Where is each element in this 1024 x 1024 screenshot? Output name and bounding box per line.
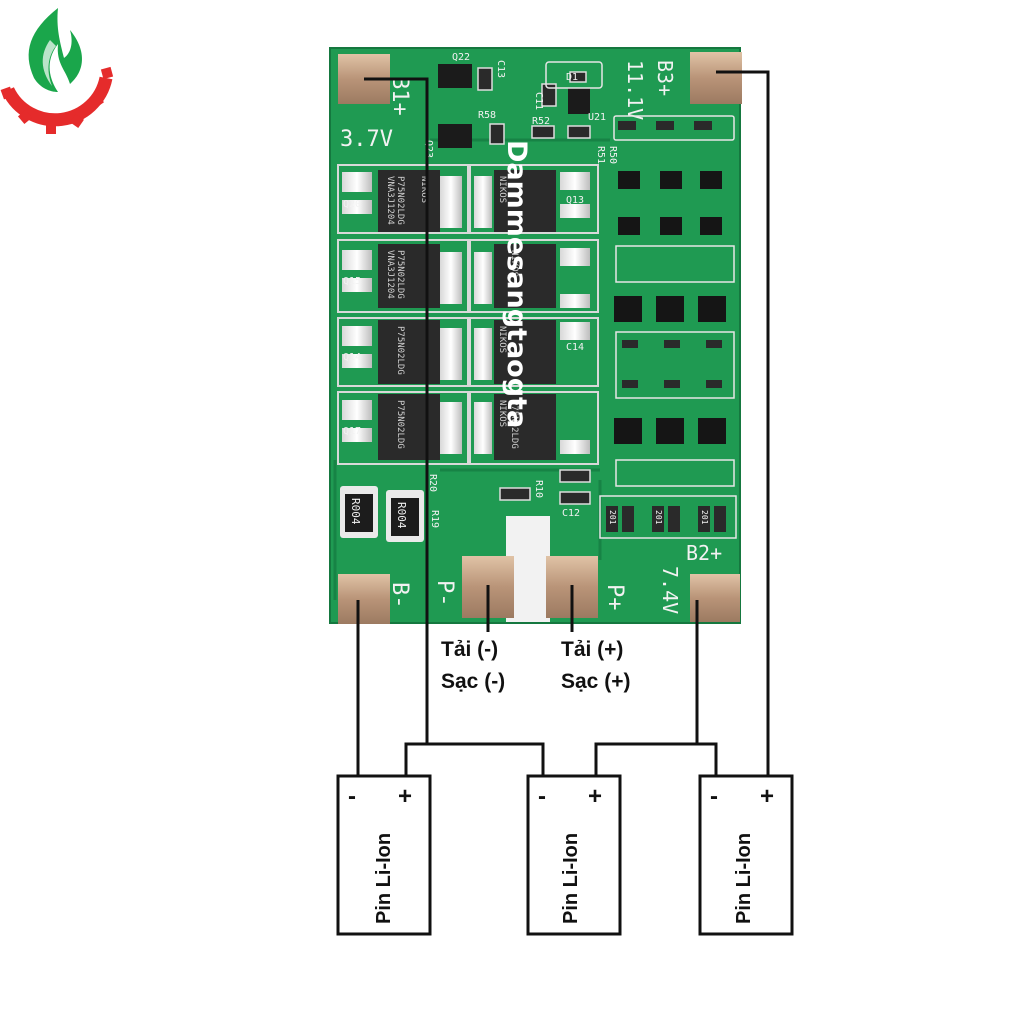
- c12-label: C12: [562, 508, 580, 519]
- wire-batt1-plus: [404, 742, 427, 775]
- load-minus-label: Tải (-): [441, 638, 498, 661]
- mosfet-mark-3: P75N02LDG: [395, 326, 405, 375]
- load-plus-label: Tải (+): [561, 638, 623, 661]
- wire-b3-to-batt3-plus: [716, 70, 770, 775]
- pad-b2-plus-label: B2+: [686, 541, 722, 565]
- pad-b-minus-label: B-: [387, 582, 412, 609]
- pad-p-plus-label: P+: [602, 584, 627, 611]
- wiring: [356, 70, 770, 775]
- mosfet-brand-1: NIKOS: [419, 176, 429, 203]
- r50-label: R50: [607, 146, 618, 164]
- r51-label: R51: [595, 146, 606, 164]
- wire-b2-to-batt2-plus: [594, 600, 699, 775]
- pcb-board: P75N02LDG VNA3J1204 NIKOS P75N02LDG VNA3…: [329, 47, 742, 624]
- r52-label: R52: [532, 116, 550, 127]
- watermark: Dammesangtaogta: [501, 140, 532, 428]
- q14-label: Q14: [343, 352, 361, 363]
- battery-1: - + Pin Li-Ion: [336, 774, 432, 936]
- terminal-labels: Tải (-) Sạc (-) Tải (+) Sạc (+): [441, 638, 630, 693]
- r58-label: R58: [478, 110, 496, 121]
- voltage-3v7: 3.7V: [340, 127, 393, 152]
- mosfet-brand-5: NIKOS: [497, 176, 507, 203]
- battery-3-label: Pin Li-Ion: [733, 833, 755, 924]
- mosfet-left-column: [337, 164, 469, 465]
- battery-2-minus: -: [538, 783, 546, 810]
- q13-label: Q13: [566, 195, 584, 206]
- voltage-7v4: 7.4V: [658, 566, 682, 614]
- shunt-resistors: R004 R004 R20 R19 R10 C12: [340, 469, 591, 542]
- battery-3: - + Pin Li-Ion: [698, 774, 794, 936]
- battery-1-minus: -: [348, 783, 356, 810]
- d1-label: D1: [566, 72, 578, 83]
- battery-2-label: Pin Li-Ion: [560, 833, 582, 924]
- mosfet-brand-6: NIKOS: [509, 250, 519, 277]
- c14-label: C14: [566, 342, 584, 353]
- mosfet-mark-4: P75N02LDG: [395, 400, 405, 449]
- q20-label: Q20: [343, 199, 361, 210]
- battery-3-plus: +: [760, 783, 774, 810]
- shunt-1-label: R004: [349, 498, 362, 525]
- mosfet-lot-1: VNA3J1204: [385, 176, 395, 225]
- c13-label: C13: [495, 60, 506, 78]
- charge-plus-label: Sạc (+): [561, 670, 630, 693]
- protection-ic-area: 201 201 201: [599, 115, 737, 539]
- r10-label: R10: [533, 480, 544, 498]
- mosfet-lot-2: VNA3J1204: [385, 250, 395, 299]
- mosfet-markings: P75N02LDG VNA3J1204 NIKOS P75N02LDG VNA3…: [385, 176, 519, 449]
- r20-label: R20: [427, 474, 438, 492]
- q15-label: Q15: [343, 276, 361, 287]
- battery-1-plus: +: [398, 783, 412, 810]
- shunt-2-label: R004: [395, 502, 408, 529]
- res-code-1: 201: [608, 510, 617, 525]
- mosfet-mark-1: P75N02LDG: [395, 176, 405, 225]
- q-labels: Q20 Q15 Q14 Q17 Q13 C14: [343, 195, 584, 437]
- battery-3-minus: -: [710, 783, 718, 810]
- charge-minus-label: Sạc (-): [441, 670, 505, 693]
- mosfet-brand-8: NIKOS: [497, 400, 507, 427]
- pad-b1-plus-label: B1+: [387, 76, 412, 116]
- pad-b-minus: [338, 574, 390, 624]
- mosfet-mark-8: P75N02LDG: [509, 400, 519, 449]
- q22-label: Q22: [452, 52, 470, 63]
- pad-b3-plus-label: B3+: [653, 60, 677, 96]
- q17-label: Q17: [343, 426, 361, 437]
- battery-1-label: Pin Li-Ion: [373, 833, 395, 924]
- pad-p-minus-label: P-: [432, 580, 457, 607]
- mosfet-right-column: [469, 164, 599, 465]
- voltage-11v1: 11.1V: [623, 60, 647, 120]
- battery-2: - + Pin Li-Ion: [526, 774, 622, 936]
- mosfet-mark-2: P75N02LDG: [395, 250, 405, 299]
- res-code-3: 201: [700, 510, 709, 525]
- u21-label: U21: [588, 112, 606, 123]
- pad-b3-plus: [690, 52, 742, 104]
- bottom-pads: P- P+ B- B2+ 7.4V: [387, 516, 722, 622]
- r19-label: R19: [429, 510, 440, 528]
- battery-2-plus: +: [588, 783, 602, 810]
- c11-label: C11: [533, 92, 544, 110]
- mosfet-brand-7: NIKOS: [497, 326, 507, 353]
- top-components: [438, 61, 603, 148]
- flame-gear-logo: [0, 8, 114, 134]
- wire-b2-to-batt3-minus: [697, 742, 718, 775]
- res-code-2: 201: [654, 510, 663, 525]
